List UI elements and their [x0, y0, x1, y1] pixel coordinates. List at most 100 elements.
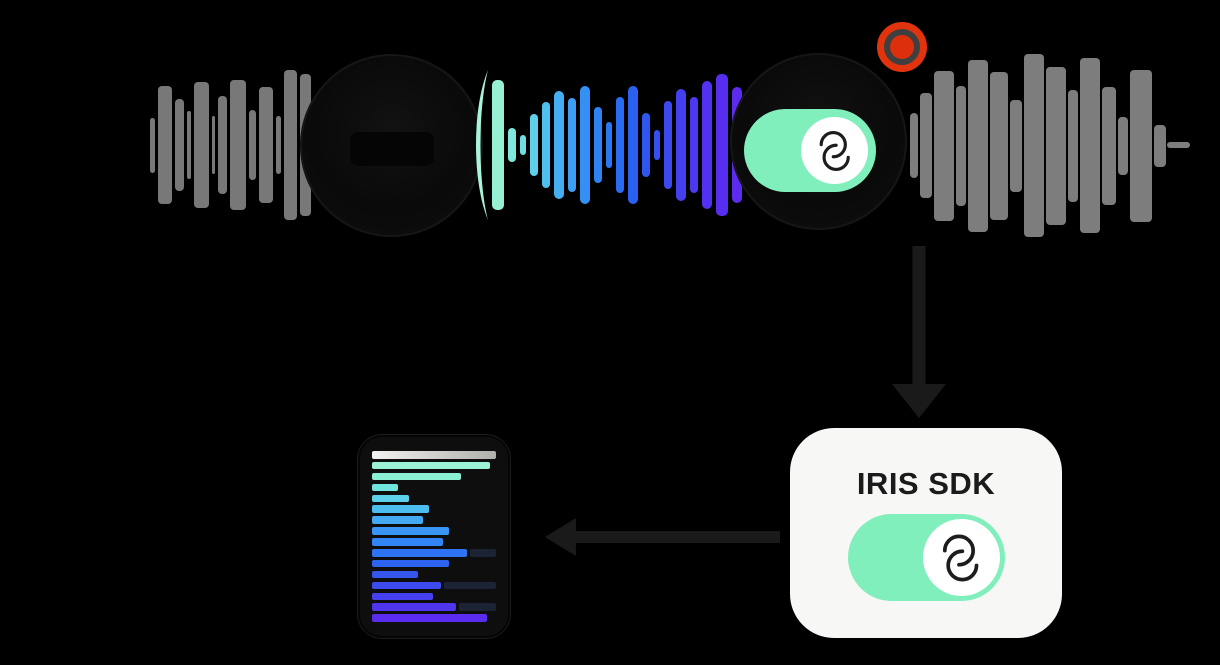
- waveform-bar: [910, 113, 918, 178]
- waveform-bar: [1154, 124, 1166, 167]
- device-bar-row: [372, 472, 496, 481]
- waveform-bar: [276, 116, 281, 174]
- waveform-bar: [1130, 69, 1152, 222]
- waveform-bar: [654, 130, 660, 160]
- waveform-bar: [616, 97, 624, 193]
- iris-sdk-toggle-switch[interactable]: [847, 514, 1005, 601]
- waveform-bar: [1046, 66, 1066, 225]
- arrow-left-icon: [545, 518, 780, 556]
- device-bar-row: [372, 603, 496, 611]
- phone-device: [358, 435, 510, 638]
- waveform-bar: [934, 70, 954, 221]
- waveform-bar: [664, 101, 672, 189]
- waveform-bar: [594, 107, 602, 183]
- iris-sdk-card: IRIS SDK: [790, 428, 1062, 638]
- waveform-bar: [628, 86, 638, 204]
- device-bar-row: [372, 549, 496, 557]
- speaker-face-hint: [350, 132, 434, 166]
- device-bar-row: [372, 516, 496, 524]
- device-bar: [372, 483, 399, 492]
- waveform-bar: [1102, 86, 1116, 205]
- waveform-bar: [230, 80, 246, 210]
- device-bar-ghost: [444, 581, 496, 590]
- toggle-knob[interactable]: [922, 519, 1000, 596]
- iris-s-logo-icon: [819, 130, 850, 171]
- recorded-output-waveform: [910, 53, 1166, 238]
- waveform-bar: [716, 74, 728, 216]
- waveform-bar: [920, 93, 932, 198]
- device-bar: [372, 559, 449, 568]
- waveform-bar: [1024, 54, 1044, 237]
- waveform-bar: [530, 114, 538, 176]
- device-bar-row: [372, 505, 496, 513]
- device-bar: [372, 614, 488, 622]
- device-bar: [372, 603, 457, 611]
- waveform-bar: [1068, 89, 1078, 202]
- device-bar: [372, 570, 418, 579]
- waveform-bar: [194, 82, 209, 208]
- waveform-bar: [968, 59, 988, 232]
- device-bar-row: [372, 527, 496, 535]
- device-screen: [372, 451, 496, 622]
- iris-sdk-title: IRIS SDK: [856, 466, 996, 501]
- waveform-bar: [676, 89, 686, 201]
- waveform-bar: [520, 135, 526, 155]
- iris-s-logo-icon: [942, 534, 979, 581]
- waveform-bar: [150, 117, 155, 173]
- toggle-knob[interactable]: [801, 117, 868, 184]
- device-bar-row: [372, 570, 496, 579]
- waveform-bar: [492, 80, 504, 210]
- waveform-bar: [568, 98, 576, 192]
- device-bar: [372, 527, 449, 535]
- iris-toggle-switch[interactable]: [744, 109, 876, 192]
- waveform-bar: [990, 71, 1008, 220]
- waveform-bar: [187, 111, 191, 179]
- device-bar-row: [372, 483, 496, 492]
- device-bar: [372, 472, 462, 481]
- waveform-bar: [175, 99, 184, 191]
- waveform-bar: [1010, 99, 1022, 192]
- device-bar: [372, 592, 433, 601]
- waveform-bar: [218, 96, 227, 194]
- device-bar-row: [372, 461, 496, 470]
- waveform-bar: [642, 113, 650, 177]
- waveform-bar: [956, 85, 966, 206]
- device-bar: [372, 505, 430, 513]
- device-bar: [372, 516, 423, 524]
- waveform-bar: [606, 122, 612, 168]
- waveform-bar: [249, 110, 256, 180]
- device-bar: [372, 494, 410, 503]
- waveform-bar: [690, 97, 698, 193]
- waveform-bar: [470, 70, 488, 220]
- device-bar: [372, 538, 443, 546]
- device-screen-strip: [372, 451, 496, 459]
- device-bar-row: [372, 581, 496, 590]
- device-bar: [372, 581, 442, 590]
- device-bar-ghost: [459, 603, 496, 611]
- arrow-down-icon: [892, 246, 946, 418]
- noisy-input-waveform: [150, 65, 311, 225]
- waveform-bar: [212, 116, 215, 174]
- speaker-circle-icon: [300, 54, 483, 237]
- processed-waveform: [470, 60, 742, 230]
- waveform-bar: [259, 87, 273, 203]
- device-bar: [372, 549, 468, 557]
- waveform-bar: [1118, 116, 1128, 175]
- headset-circle-icon: [730, 53, 907, 230]
- device-bar-row: [372, 494, 496, 503]
- device-bar-row: [372, 592, 496, 601]
- waveform-bar: [158, 86, 172, 204]
- waveform-bar: [508, 128, 516, 162]
- record-indicator-icon: [877, 22, 927, 72]
- device-bar-row: [372, 451, 496, 459]
- device-bar-row: [372, 559, 496, 568]
- record-dot: [890, 35, 914, 59]
- waveform-bar: [554, 91, 564, 199]
- waveform-bar: [284, 70, 297, 220]
- waveform-bar: [1080, 58, 1100, 233]
- waveform-bar: [580, 86, 590, 204]
- device-bar-row: [372, 614, 496, 622]
- device-bar-row: [372, 538, 496, 546]
- device-bar-ghost: [470, 549, 496, 557]
